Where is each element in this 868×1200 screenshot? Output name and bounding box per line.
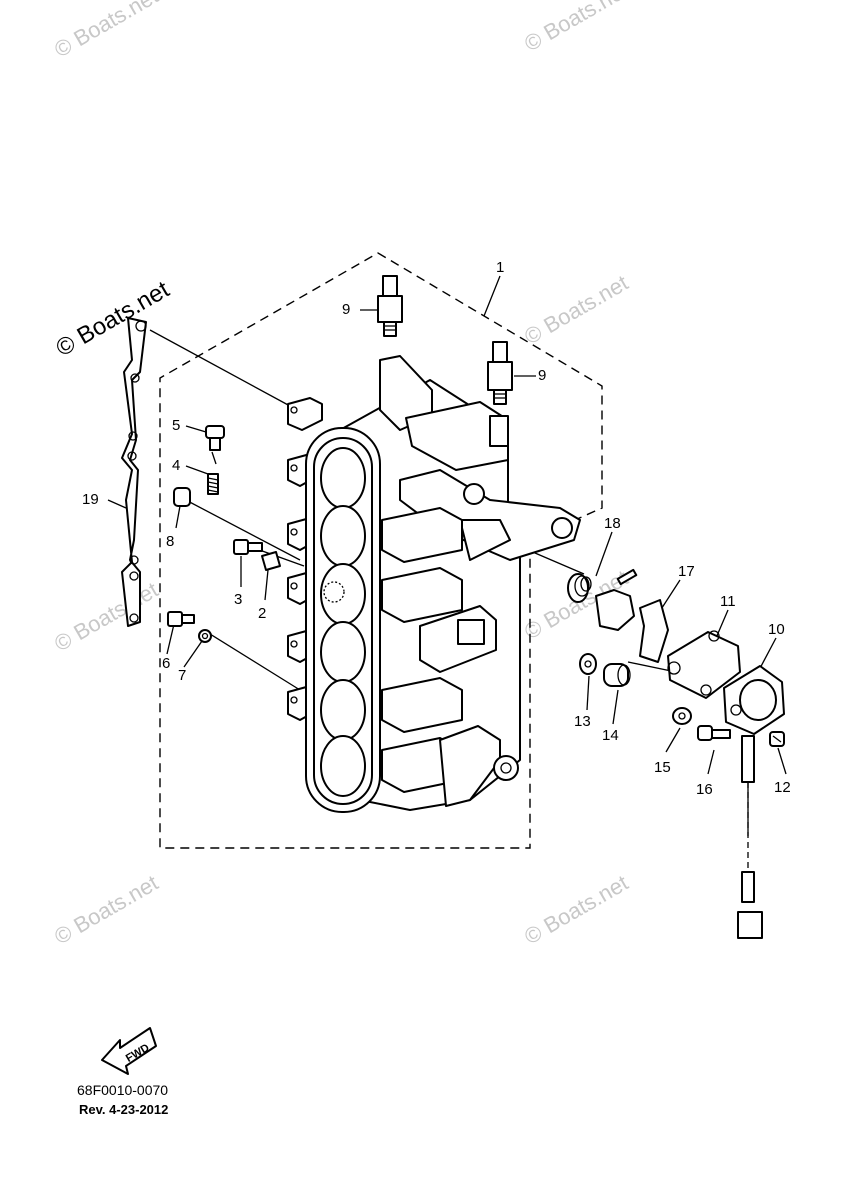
callout-17: 17 xyxy=(678,563,695,580)
callout-15: 15 xyxy=(654,759,671,776)
collar-part-8 xyxy=(173,487,191,507)
washer-part-15 xyxy=(672,707,692,725)
callout-9-upper: 9 xyxy=(342,301,350,318)
callout-7: 7 xyxy=(178,667,186,684)
callout-2: 2 xyxy=(258,605,266,622)
screw-part-5 xyxy=(205,425,225,451)
diagram-code: 68F0010-0070 xyxy=(77,1082,168,1098)
callout-13: 13 xyxy=(574,713,591,730)
assembly-boundary xyxy=(159,252,603,849)
callout-3: 3 xyxy=(234,591,242,608)
watermark-featured: © Boats.net xyxy=(52,276,175,362)
watermark-top-right: © Boats.net xyxy=(520,0,632,56)
watermark-left: © Boats.net xyxy=(50,577,162,656)
callout-14: 14 xyxy=(602,727,619,744)
washer-part-13 xyxy=(579,653,597,675)
pin-part xyxy=(616,568,638,586)
callout-12: 12 xyxy=(774,779,791,796)
nut-part-2 xyxy=(261,551,281,571)
bolt-part-6 xyxy=(167,611,195,627)
revision-date: Rev. 4-23-2012 xyxy=(79,1102,168,1117)
spring-part-18 xyxy=(567,573,592,603)
bolt-part-3 xyxy=(233,539,263,555)
callout-labels: 1 2 3 4 5 6 7 8 9 9 10 11 12 13 14 15 16… xyxy=(82,259,791,798)
watermark-top-left: © Boats.net xyxy=(50,0,162,62)
callout-16: 16 xyxy=(696,781,713,798)
callout-5: 5 xyxy=(172,417,180,434)
watermark-bottom-right: © Boats.net xyxy=(520,870,632,949)
forward-direction-icon: FWD xyxy=(101,1027,157,1075)
bracket-part-11 xyxy=(667,630,741,699)
spring-part-4 xyxy=(207,473,219,495)
bushing-part-14 xyxy=(603,663,631,687)
callout-11: 11 xyxy=(720,593,736,610)
screw-part-12 xyxy=(769,731,785,747)
watermark-bottom-left: © Boats.net xyxy=(50,870,162,949)
callout-8: 8 xyxy=(166,533,174,550)
washer-part-7 xyxy=(198,629,212,643)
callout-10: 10 xyxy=(768,621,785,638)
callout-4: 4 xyxy=(172,457,180,474)
throttle-position-sensor xyxy=(723,665,785,939)
watermark-mid-right: © Boats.net xyxy=(520,270,632,349)
callout-18: 18 xyxy=(604,515,621,532)
throttle-bores xyxy=(320,447,366,797)
callout-9-lower: 9 xyxy=(538,367,546,384)
screw-part-16 xyxy=(697,725,731,741)
throttle-body xyxy=(287,355,581,813)
callout-19: 19 xyxy=(82,491,99,508)
fitting-upper xyxy=(377,275,403,337)
callout-1: 1 xyxy=(496,259,504,276)
side-blocks xyxy=(381,507,463,793)
callout-6: 6 xyxy=(162,655,170,672)
gasket-strip xyxy=(121,317,147,627)
sensor-lever xyxy=(595,589,669,663)
fitting-lower xyxy=(487,341,513,405)
